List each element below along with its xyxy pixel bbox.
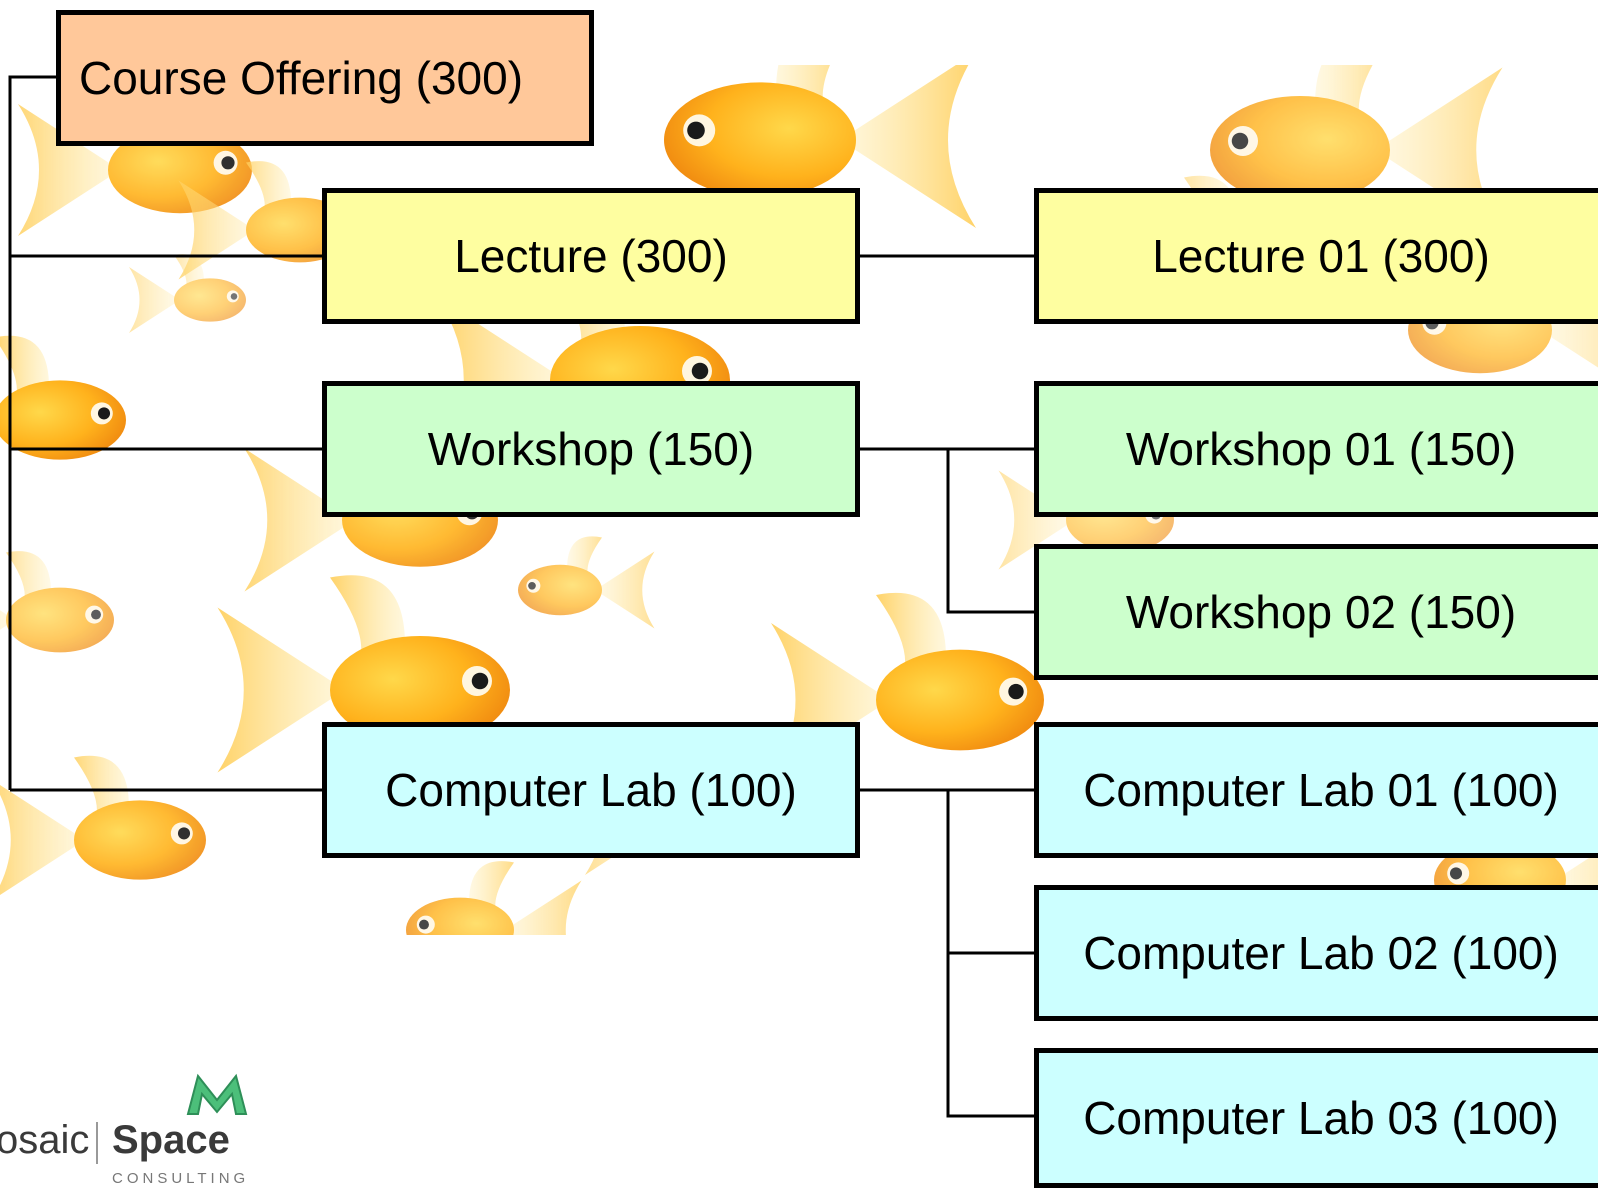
session-workshop-01-label: Workshop 01 (150) (1125, 423, 1517, 475)
session-lecture-01-label: Lecture 01 (300) (1152, 230, 1490, 282)
session-lecture-01-box: Lecture 01 (300) (1034, 188, 1598, 324)
goldfish-shape (129, 254, 246, 333)
lab-spine (946, 790, 1036, 1118)
session-computer-lab-01-box: Computer Lab 01 (100) (1034, 722, 1598, 858)
session-computer-lab-03-box: Computer Lab 03 (100) (1034, 1048, 1598, 1188)
session-computer-lab-03-label: Computer Lab 03 (100) (1083, 1092, 1559, 1144)
logo-divider (96, 1122, 98, 1164)
activity-workshop-box: Workshop (150) (322, 381, 860, 517)
activity-workshop-label: Workshop (150) (427, 423, 755, 475)
logo-m-mark-icon (186, 1073, 248, 1115)
course-offering-box: Course Offering (300) (56, 10, 594, 146)
session-computer-lab-02-label: Computer Lab 02 (100) (1083, 927, 1559, 979)
session-workshop-01-box: Workshop 01 (150) (1034, 381, 1598, 517)
logo-word-space: Space (112, 1118, 230, 1162)
goldfish-shape (406, 861, 582, 935)
root-spine (8, 75, 58, 790)
activity-lecture-label: Lecture (300) (454, 230, 728, 282)
session-computer-lab-02-box: Computer Lab 02 (100) (1034, 885, 1598, 1021)
goldfish-shape (0, 551, 114, 653)
goldfish-shape (0, 335, 126, 460)
session-workshop-02-box: Workshop 02 (150) (1034, 544, 1598, 680)
logo-tagline: CONSULTING (112, 1170, 250, 1187)
activity-computer-lab-label: Computer Lab (100) (385, 764, 797, 816)
mosaic-space-logo: osaic Space CONSULTING (0, 1070, 260, 1202)
course-offering-label: Course Offering (300) (79, 52, 524, 104)
goldfish-shape (664, 65, 976, 228)
activity-lecture-box: Lecture (300) (322, 188, 860, 324)
goldfish-shape (518, 536, 655, 629)
workshop-spine (946, 449, 1036, 614)
logo-word-mosaic: osaic (0, 1118, 90, 1162)
session-workshop-02-label: Workshop 02 (150) (1125, 586, 1517, 638)
goldfish-shape (0, 755, 206, 895)
goldfish-shape (217, 575, 510, 773)
activity-computer-lab-box: Computer Lab (100) (322, 722, 860, 858)
session-computer-lab-01-label: Computer Lab 01 (100) (1083, 764, 1559, 816)
